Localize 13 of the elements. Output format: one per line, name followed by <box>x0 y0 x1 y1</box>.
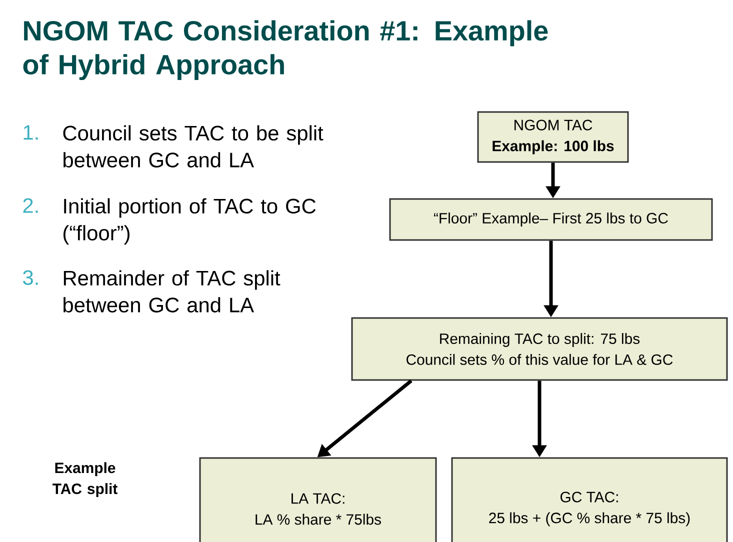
list-item: Council sets TAC to be split between GC and LA <box>63 125 324 168</box>
list-item: Remainder of TAC split between GC and LA <box>64 270 280 312</box>
list-number: 3. <box>23 270 38 285</box>
side-note: Example TAC split <box>52 462 118 498</box>
process-box: Remaining TAC to split: 75 lbs Council sets % of this value for LA & GC <box>351 317 728 381</box>
title: NGOM TAC Consideration #1: Example of Hybrid Approach <box>23 20 548 80</box>
process-box: GC TAC: 25 lbs + (GC % share * 75 lbs) <box>451 457 728 542</box>
list-number: 2. <box>23 198 38 213</box>
process-box: LA TAC: LA % share * 75lbs <box>199 457 437 542</box>
list-item: Initial portion of TAC to GC (“floor”) <box>64 198 316 245</box>
list-number: 1. <box>24 125 38 140</box>
process-box: “Floor” Example– First 25 lbs to GC <box>389 198 713 241</box>
process-box: NGOM TAC Example: 100 lbs <box>477 111 629 163</box>
